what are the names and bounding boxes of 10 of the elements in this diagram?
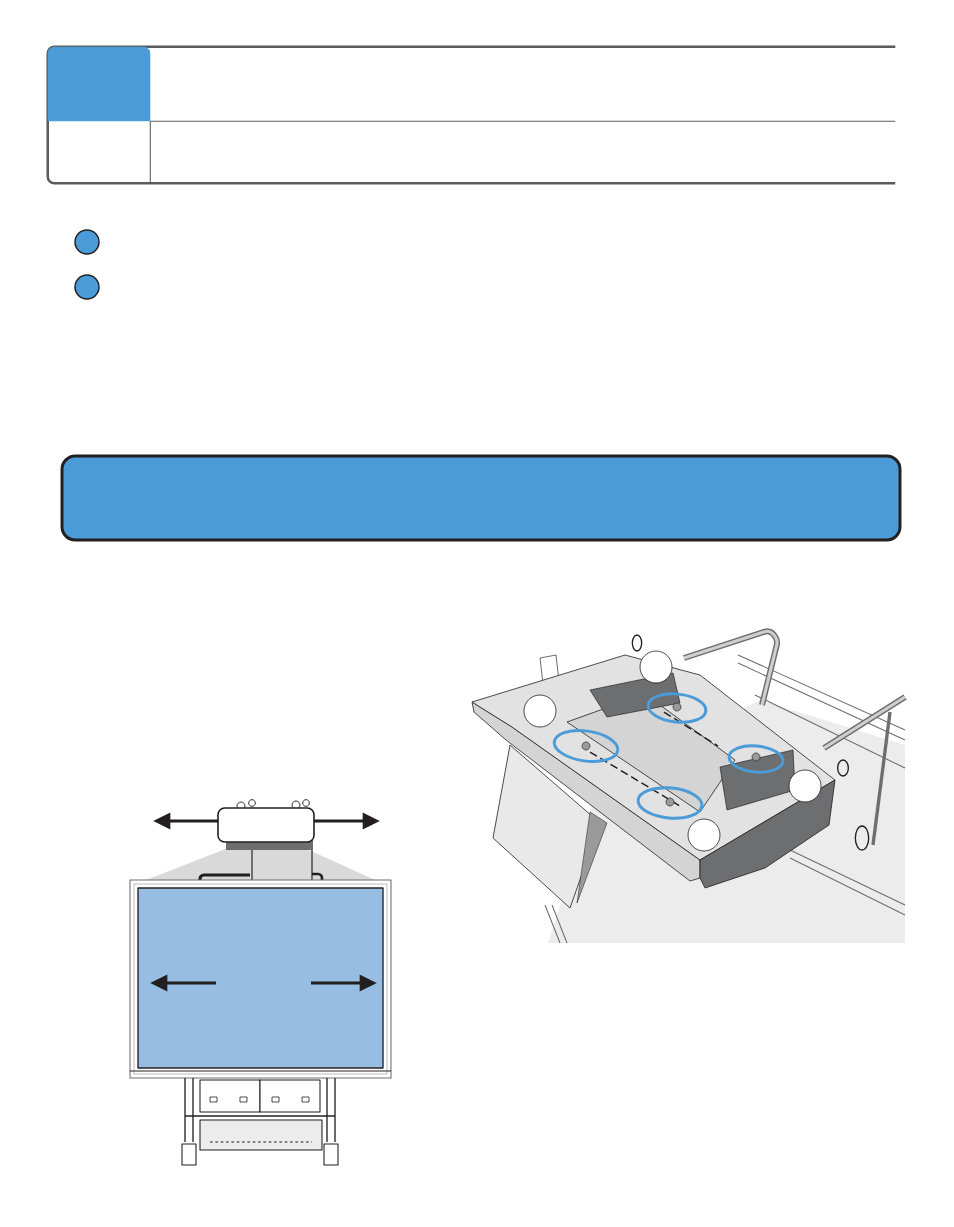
callout-circle	[788, 769, 822, 803]
banner-box	[60, 454, 902, 542]
callout-circle	[639, 650, 673, 684]
label-box	[217, 807, 315, 843]
callout-circle	[687, 818, 721, 852]
callout-circle	[523, 694, 557, 728]
header-cell	[47, 46, 151, 122]
bullet-circle	[74, 274, 100, 300]
bullet-circle	[74, 229, 100, 255]
table-frame	[46, 45, 896, 185]
